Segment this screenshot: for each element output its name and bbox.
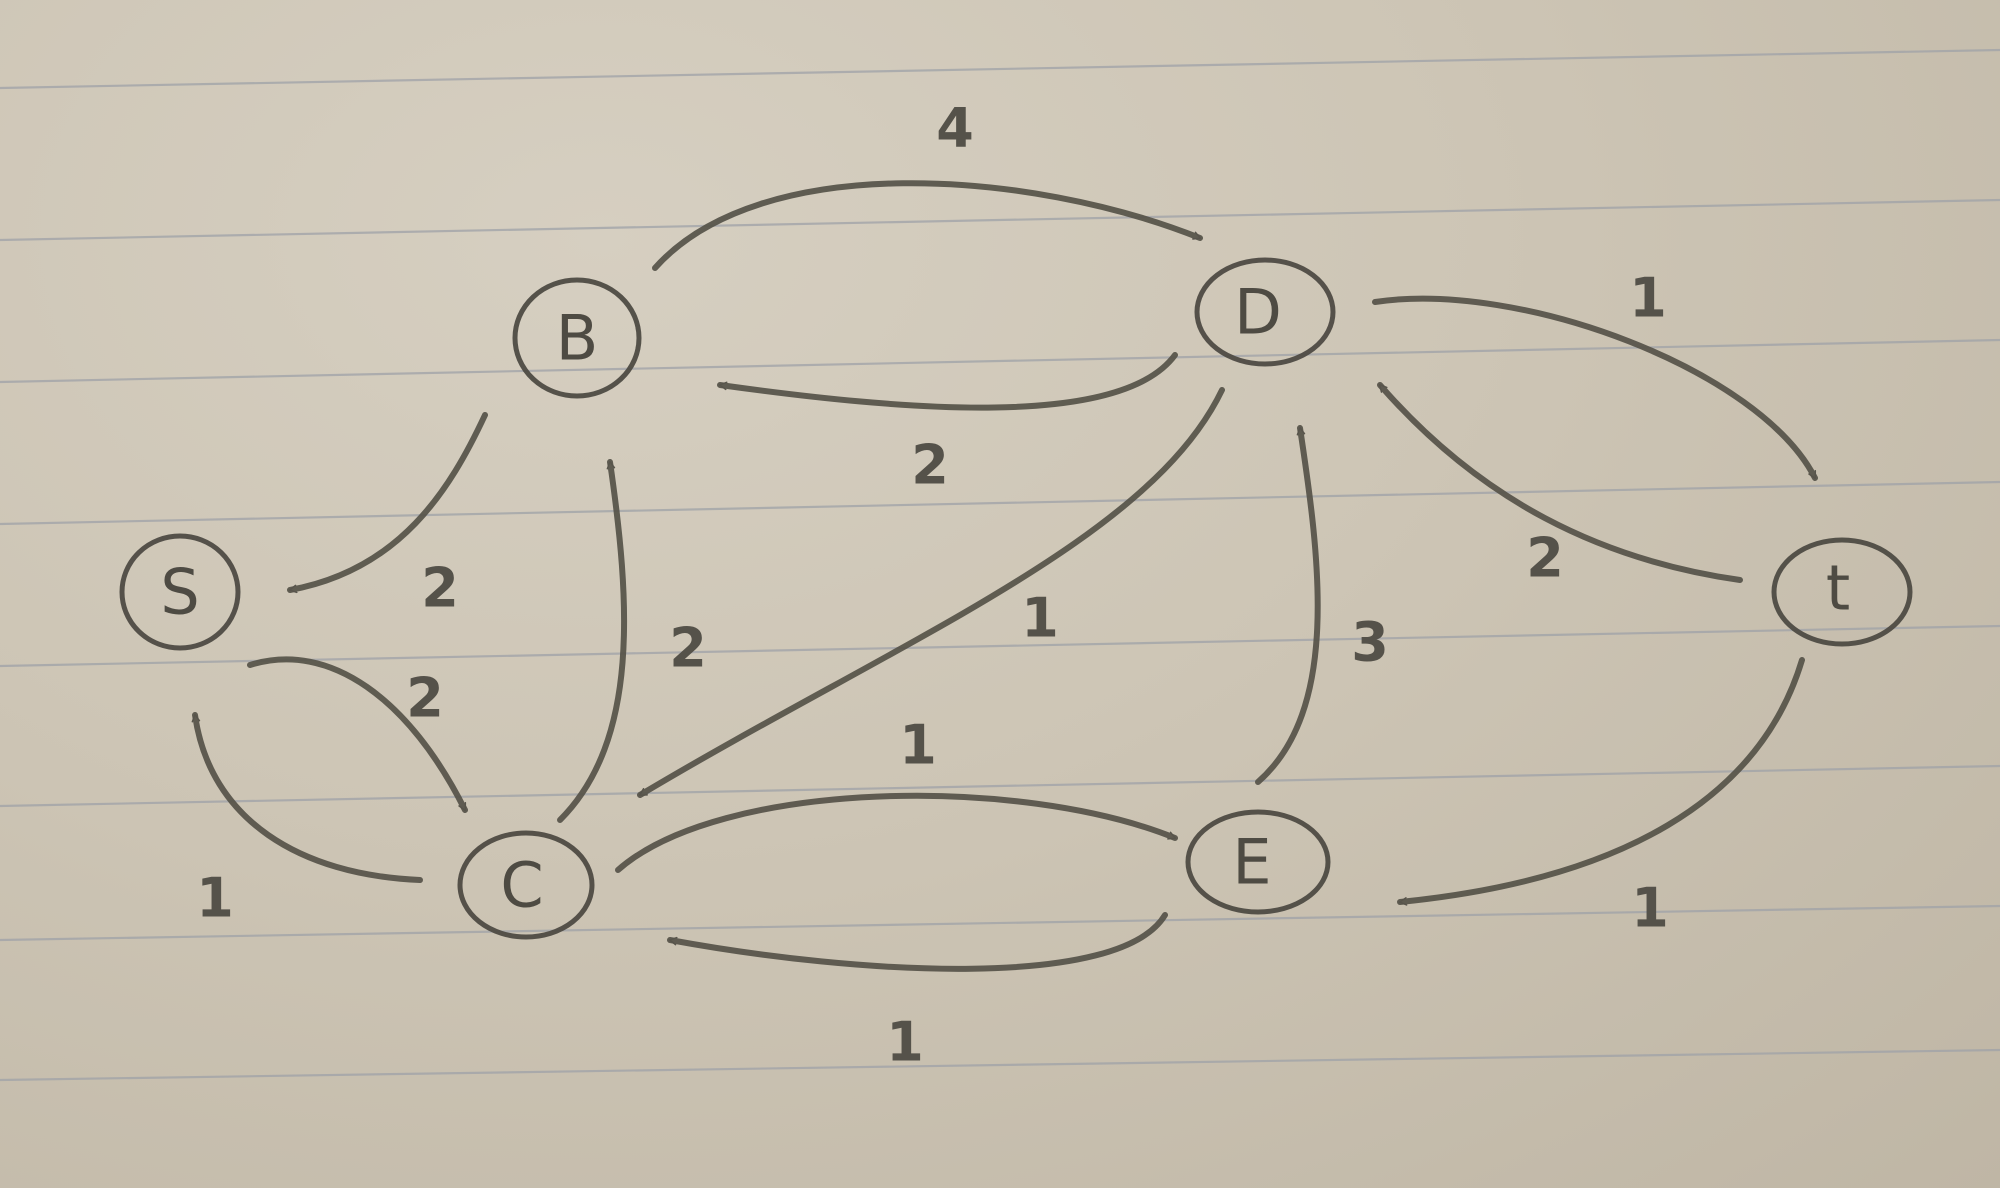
node-c-label: C: [500, 849, 543, 922]
weight-e-to-c: 1: [886, 1011, 924, 1074]
node-s-label: S: [160, 556, 199, 629]
ruled-lines: [0, 48, 2000, 1082]
node-s: S: [119, 533, 241, 651]
weight-d-to-c: 1: [1021, 587, 1059, 650]
node-c-circle: [457, 830, 595, 940]
weight-c-to-b: 2: [669, 617, 707, 680]
node-t-label: t: [1826, 552, 1850, 625]
node-b: B: [512, 277, 642, 399]
node-t-circle: [1771, 537, 1913, 647]
edge-t-to-e: [1397, 657, 1805, 906]
edge-c-to-s: [191, 712, 423, 883]
edge-e-to-d: [1255, 425, 1321, 785]
edge-c-to-e: [615, 792, 1178, 873]
edge-t-to-d: [1377, 382, 1743, 583]
edge-c-to-b: [557, 459, 628, 823]
node-s-circle: [119, 533, 241, 651]
edge-b-to-s: [287, 412, 488, 594]
node-b-circle: [512, 277, 642, 399]
edge-d-to-t: [1372, 295, 1818, 481]
node-b-label: B: [556, 302, 599, 375]
weight-c-to-s: 1: [196, 867, 234, 930]
node-t: t: [1771, 537, 1913, 647]
weight-b-to-d: 4: [936, 97, 974, 160]
edge-b-to-d: [652, 180, 1203, 271]
node-d: D: [1194, 257, 1336, 367]
weight-d-to-t: 1: [1629, 267, 1667, 330]
node-d-label: D: [1234, 276, 1282, 349]
weight-t-to-e: 1: [1631, 877, 1669, 940]
node-c: C: [457, 830, 595, 940]
edge-weights: 4 2 2 2 1 2 1 1 2 1 1 3 1: [196, 97, 1669, 1074]
edge-d-to-b: [717, 352, 1178, 411]
weight-d-to-b: 2: [911, 434, 949, 497]
edge-d-to-c: [637, 387, 1225, 798]
edge-e-to-c: [667, 912, 1168, 972]
weight-e-to-d: 3: [1351, 611, 1389, 674]
node-e-circle: [1185, 809, 1331, 915]
weight-b-to-s: 2: [421, 557, 459, 620]
node-e-label: E: [1232, 826, 1271, 899]
weight-t-to-d: 2: [1526, 527, 1564, 590]
edges: [191, 180, 1818, 972]
weight-c-to-e: 1: [899, 714, 937, 777]
node-d-circle: [1194, 257, 1336, 367]
node-e: E: [1185, 809, 1331, 915]
weight-s-to-c: 2: [406, 667, 444, 730]
edge-s-to-c: [247, 656, 468, 813]
